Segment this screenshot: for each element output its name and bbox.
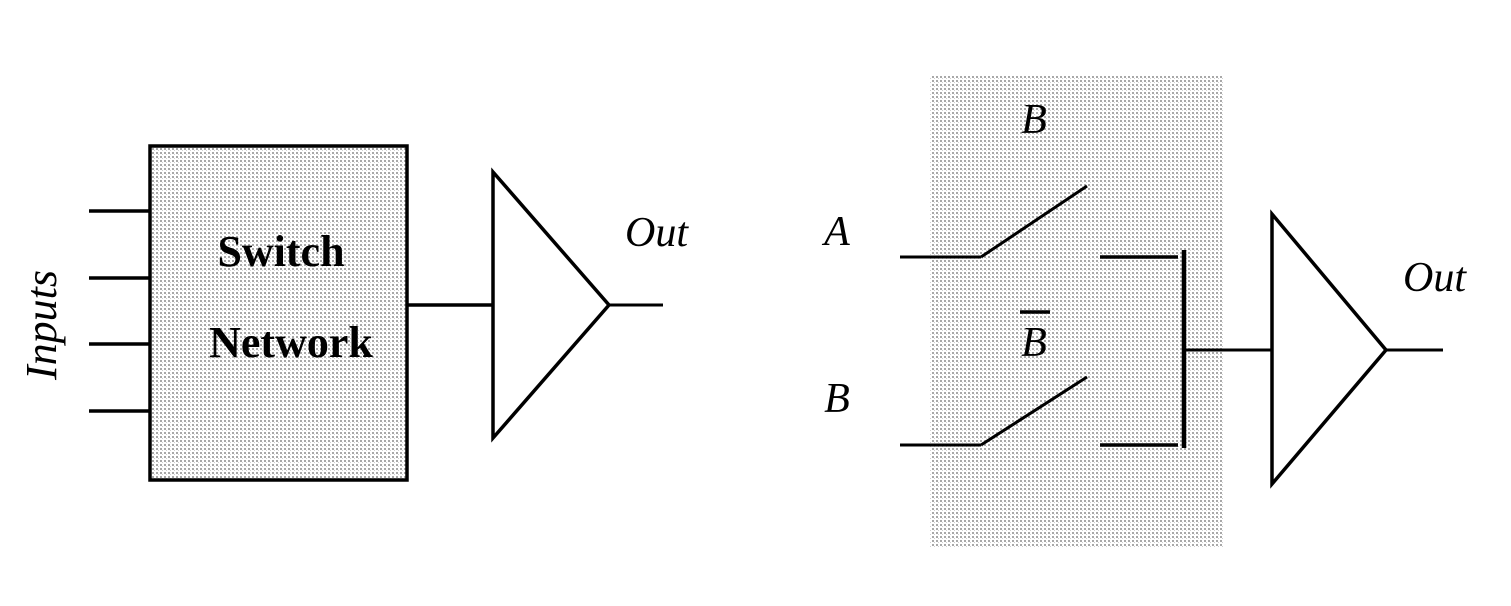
left-diagram: Inputs Switch Network Out bbox=[17, 144, 689, 482]
input-b-label: B bbox=[824, 376, 850, 422]
bottom-switch-icon bbox=[900, 375, 1178, 447]
switch-network-block bbox=[148, 144, 409, 482]
block-label-switch: Switch bbox=[217, 227, 344, 276]
inputs-label: Inputs bbox=[17, 270, 66, 381]
block-label-network: Network bbox=[209, 318, 373, 367]
top-switch-icon bbox=[900, 184, 1178, 259]
buffer-amplifier-icon bbox=[1270, 209, 1389, 489]
input-a-label: A bbox=[821, 209, 850, 255]
bottom-switch-control-label: B bbox=[1021, 320, 1047, 366]
top-switch-control-label: B bbox=[1021, 97, 1047, 143]
buffer-amplifier-icon bbox=[491, 167, 612, 443]
right-diagram: B B A B Out bbox=[821, 76, 1467, 548]
switch-region-shading bbox=[930, 76, 1223, 548]
output-label: Out bbox=[625, 210, 689, 256]
output-label: Out bbox=[1403, 255, 1467, 301]
